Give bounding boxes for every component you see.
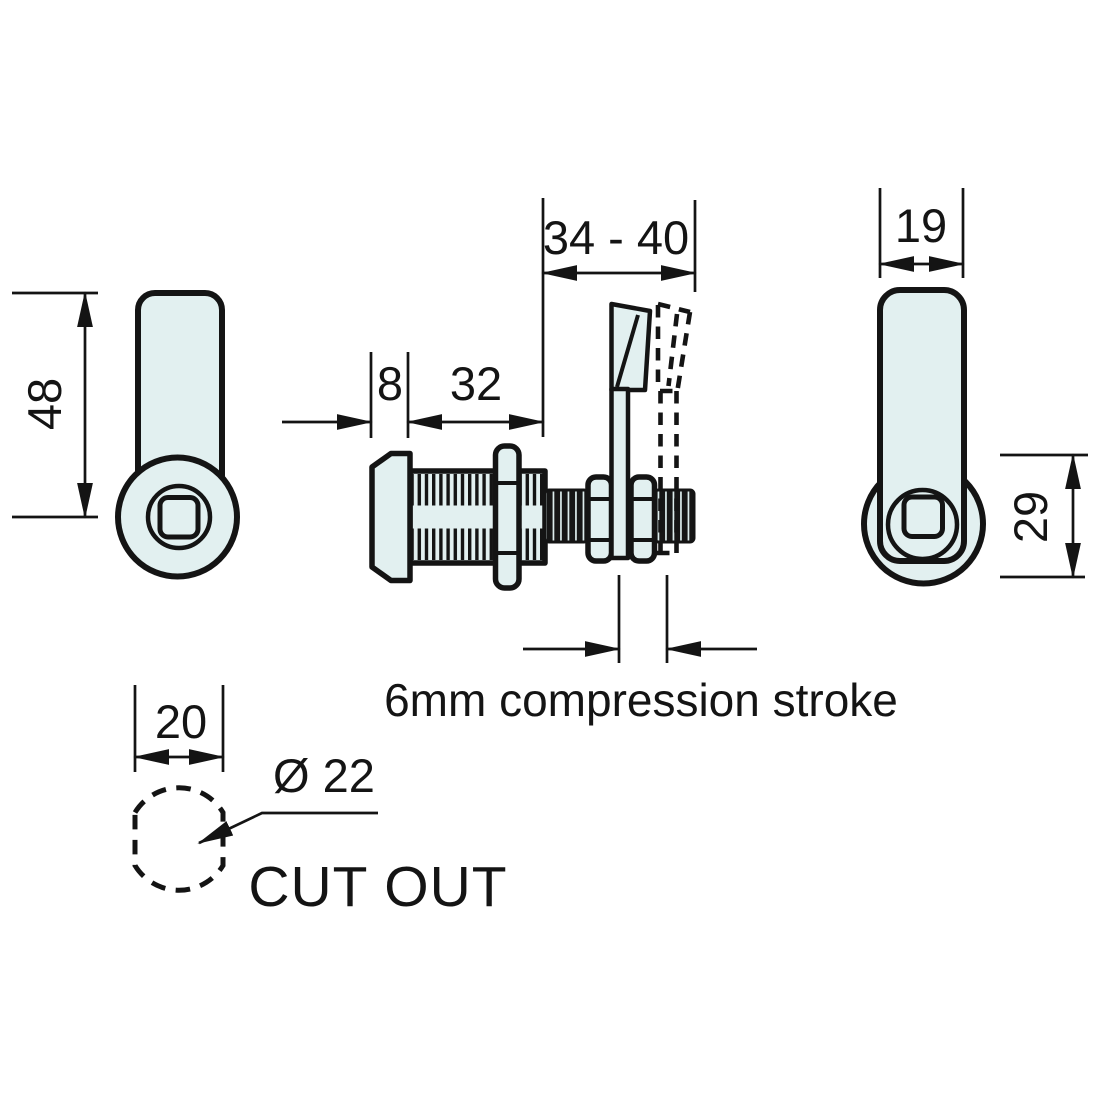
dim-20-label: 20 (155, 695, 207, 748)
dim-8: 8 (282, 352, 410, 438)
dim-diameter-22: Ø 22 (197, 749, 378, 845)
clamp-nut-left (585, 474, 615, 564)
dim-48-label: 48 (18, 378, 71, 430)
leader-line (197, 811, 378, 845)
lever-bar (609, 386, 631, 561)
dim-32: 32 (406, 357, 545, 430)
thread-band-bottom (412, 528, 543, 560)
side-view: 34 - 40 8 32 6mm compression stroke (282, 198, 898, 726)
stud-thread-left (543, 488, 590, 544)
thread-band-top (412, 474, 543, 506)
square-spindle-hole-front (157, 495, 201, 540)
dim-20: 20 (133, 685, 225, 772)
dim-8-label: 8 (377, 357, 403, 410)
front-view: 48 (12, 290, 240, 580)
square-spindle-hole-rear (901, 494, 945, 539)
lever-bend-crease (615, 314, 640, 388)
latch-head (369, 450, 413, 584)
dia-22-label: Ø 22 (273, 749, 375, 802)
stud-thread-right (653, 488, 696, 544)
lever-tip (609, 301, 653, 393)
cutout-caption: CUT OUT (248, 855, 507, 919)
dim-48: 48 (12, 291, 98, 519)
dim-32-label: 32 (450, 357, 502, 410)
dim-29: 29 (1000, 453, 1088, 579)
dim-34-40: 34 - 40 (541, 198, 697, 437)
dim-34-40-label: 34 - 40 (543, 211, 689, 264)
lever-released-outline (655, 301, 693, 556)
dim-29-label: 29 (1004, 491, 1057, 543)
cutout-view: 20 Ø 22 CUT OUT (132, 685, 507, 919)
cutout-outline (132, 785, 226, 893)
clamp-nut-right (628, 474, 658, 564)
compression-stroke-note: 6mm compression stroke (384, 674, 898, 726)
rear-view: 19 29 (861, 188, 1088, 587)
dim-19: 19 (878, 188, 965, 278)
dim-compression-stroke: 6mm compression stroke (384, 575, 898, 726)
dim-19-label: 19 (895, 199, 947, 252)
barrel-nut (492, 443, 522, 591)
